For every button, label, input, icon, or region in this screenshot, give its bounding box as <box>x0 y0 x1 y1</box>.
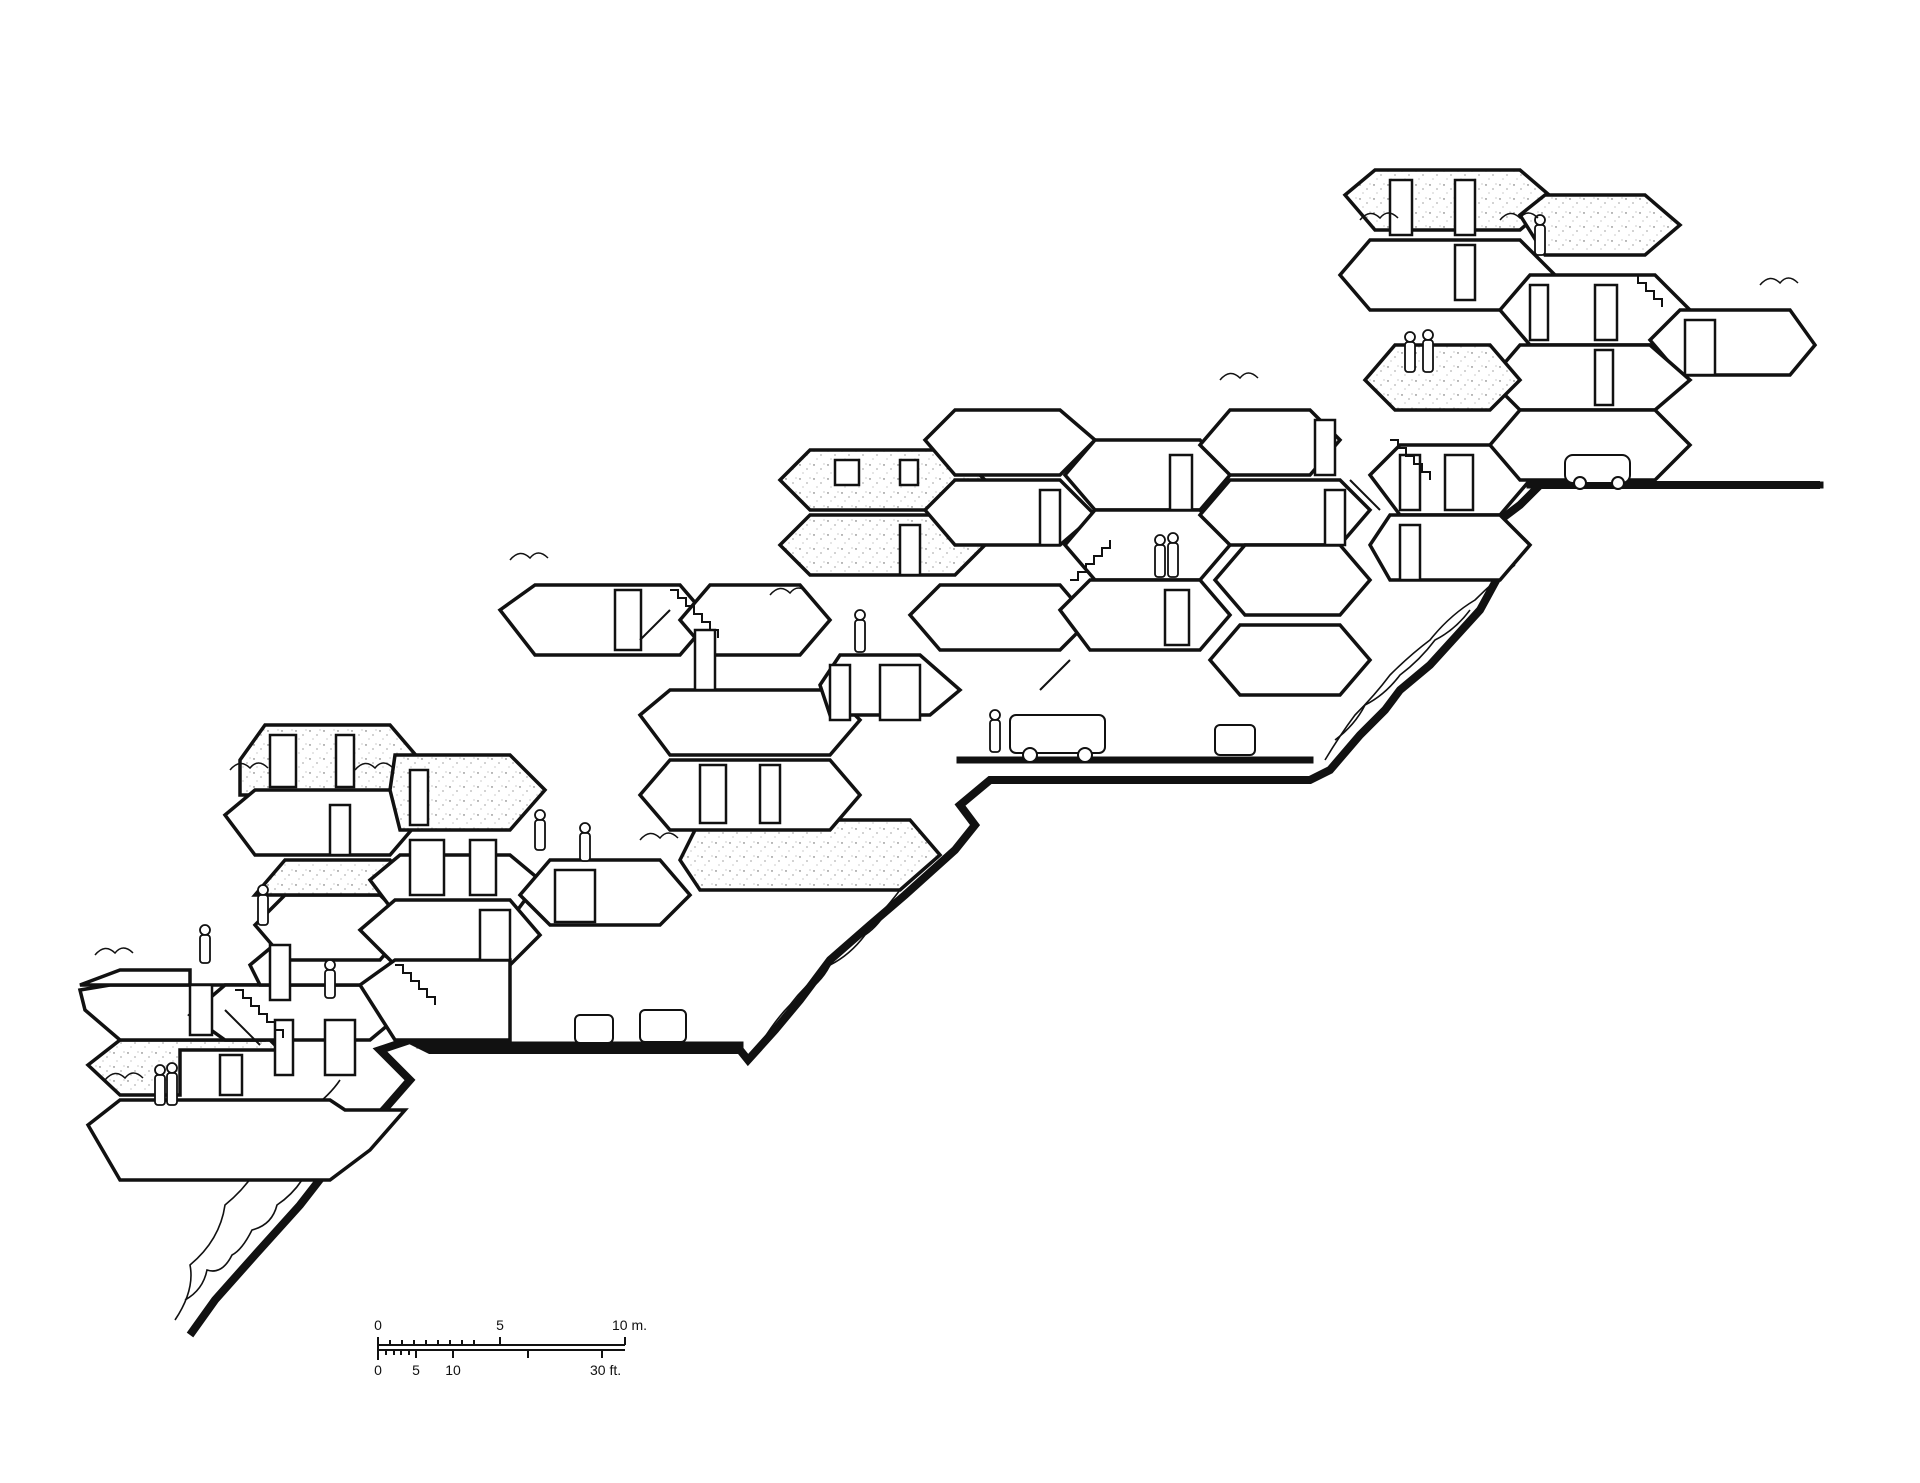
openings <box>188 178 1717 1097</box>
person-3 <box>324 959 336 999</box>
scale-metric-label-10m: 10 m. <box>612 1317 647 1333</box>
suv <box>1009 714 1106 754</box>
person-8 <box>854 609 866 653</box>
unit-a-balcony <box>79 968 192 987</box>
unit-b17 <box>1207 623 1373 697</box>
scale-imperial-label-0: 0 <box>374 1362 382 1378</box>
person-1 <box>199 924 211 964</box>
unit-b14 <box>1197 408 1343 477</box>
person-9 <box>989 709 1001 753</box>
unit-c8 <box>1487 408 1693 482</box>
unit-a13 <box>517 858 693 927</box>
unit-b16 <box>1212 543 1373 617</box>
cliff-vegetation <box>174 564 1516 1321</box>
unit-b3 <box>637 688 863 757</box>
unit-a2-stippled <box>85 1038 285 1097</box>
scale-metric-label-5: 5 <box>496 1317 504 1333</box>
hatchback <box>1564 454 1631 484</box>
unit-a1 <box>85 1098 409 1182</box>
unit-b12 <box>907 583 1093 652</box>
person-10 <box>1154 534 1166 578</box>
stair-runs <box>224 274 1663 1046</box>
unit-b13 <box>1057 578 1233 652</box>
person-7 <box>579 822 591 862</box>
person-13 <box>1422 329 1434 373</box>
unit-b9 <box>922 478 1098 547</box>
unit-b8 <box>922 408 1098 477</box>
person-14 <box>1534 214 1546 256</box>
unit-c2-stippled <box>1517 193 1683 257</box>
people <box>154 214 1546 1106</box>
balcony-plants <box>94 212 1799 1081</box>
scale-bar: 0 5 10 m. 0 5 10 30 ft. <box>374 1317 647 1378</box>
scale-imperial-label-30ft: 30 ft. <box>590 1362 621 1378</box>
unit-a12 <box>357 898 543 967</box>
person-5 <box>166 1062 178 1106</box>
car-3 <box>1214 724 1256 756</box>
person-4 <box>154 1064 166 1106</box>
unit-b4 <box>637 758 863 832</box>
terrain-profile <box>186 481 1820 1338</box>
person-11 <box>1167 532 1179 578</box>
person-2 <box>257 884 269 926</box>
person-12 <box>1404 331 1416 373</box>
scale-imperial-label-10: 10 <box>445 1362 461 1378</box>
unit-c7-stippled <box>1362 343 1523 412</box>
scale-imperial-label-5: 5 <box>412 1362 420 1378</box>
person-6 <box>534 809 546 851</box>
car-1 <box>574 1014 614 1044</box>
car-2 <box>639 1009 687 1043</box>
unit-b19 <box>1367 513 1533 582</box>
cars <box>574 454 1631 1044</box>
scale-metric-label-0: 0 <box>374 1317 382 1333</box>
